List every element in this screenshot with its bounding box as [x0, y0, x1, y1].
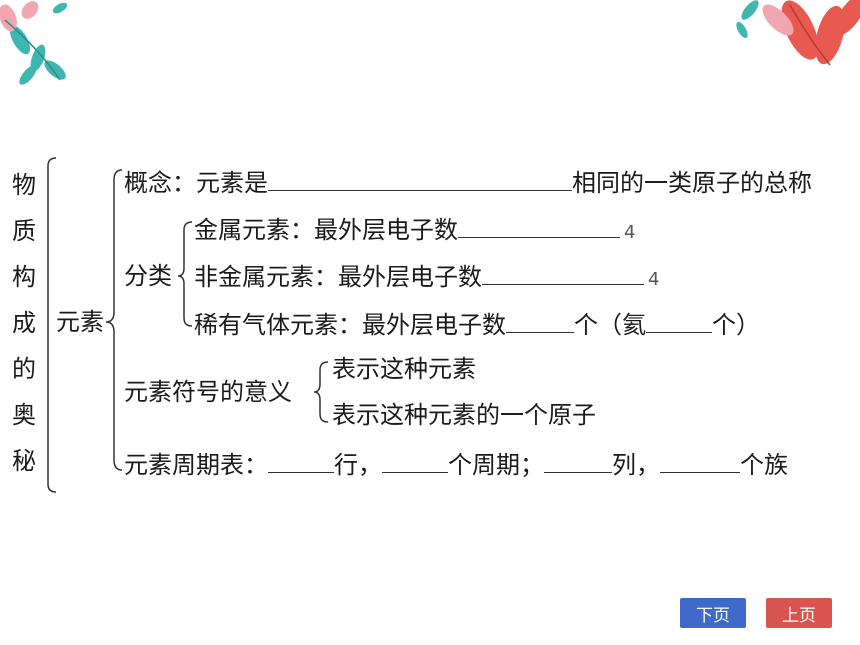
- symbol-meaning-item: 表示这种元素: [332, 355, 476, 383]
- periodic-blank-2[interactable]: [382, 448, 448, 473]
- title-char: 奥: [12, 401, 36, 429]
- title-char: 秘: [12, 447, 36, 475]
- periodic-table-row: 元素周期表： 行， 个周期； 列， 个族: [124, 448, 788, 480]
- nonmetal-row: 非金属元素：最外层电子数 4: [194, 260, 659, 295]
- title-char: 的: [12, 355, 36, 383]
- title-char: 物: [12, 171, 36, 199]
- concept-label: 概念：元素是: [124, 169, 268, 197]
- title-char: 质: [12, 217, 36, 245]
- main-brace: [105, 169, 123, 471]
- concept-tail: 相同的一类原子的总称: [572, 169, 812, 197]
- yuansu-label: 元素: [56, 308, 104, 336]
- top-left-leaf-decoration: [0, 1, 68, 85]
- title-char: 成: [12, 309, 36, 337]
- metal-value: 4: [624, 222, 636, 243]
- periodic-part4: 个族: [740, 451, 788, 479]
- nonmetal-label: 非金属元素：最外层电子数: [194, 263, 482, 291]
- nonmetal-blank[interactable]: [482, 260, 644, 285]
- periodic-part3: 列，: [612, 451, 660, 479]
- classification-label: 分类: [124, 262, 172, 290]
- noble-row: 稀有气体元素：最外层电子数 个（氦 个）: [194, 308, 760, 340]
- periodic-part2: 个周期；: [448, 451, 544, 479]
- periodic-label: 元素周期表：: [124, 451, 268, 479]
- title-char: 构: [12, 263, 36, 291]
- prev-page-button[interactable]: 上页: [766, 598, 832, 628]
- noble-label: 稀有气体元素：最外层电子数: [194, 311, 506, 339]
- symbol-meaning-label: 元素符号的意义: [124, 378, 292, 406]
- metal-label: 金属元素：最外层电子数: [194, 216, 458, 244]
- noble-blank-2[interactable]: [646, 308, 712, 333]
- periodic-blank-4[interactable]: [660, 448, 740, 473]
- top-right-leaf-decoration: [736, 0, 860, 66]
- metal-row: 金属元素：最外层电子数 4: [194, 213, 635, 248]
- next-page-button[interactable]: 下页: [680, 598, 746, 628]
- nonmetal-value: 4: [648, 269, 660, 290]
- periodic-blank-1[interactable]: [268, 448, 334, 473]
- periodic-blank-3[interactable]: [544, 448, 612, 473]
- metal-blank[interactable]: [458, 213, 620, 238]
- classification-brace: [177, 221, 193, 327]
- noble-end: 个）: [712, 311, 760, 339]
- periodic-part1: 行，: [334, 451, 382, 479]
- concept-row: 概念：元素是 相同的一类原子的总称: [124, 166, 812, 198]
- noble-blank-1[interactable]: [506, 308, 574, 333]
- symbol-brace: [313, 361, 329, 423]
- noble-mid: 个（氦: [574, 311, 646, 339]
- outer-bracket: [47, 157, 57, 493]
- concept-blank[interactable]: [268, 166, 572, 191]
- symbol-meaning-item: 表示这种元素的一个原子: [332, 401, 596, 429]
